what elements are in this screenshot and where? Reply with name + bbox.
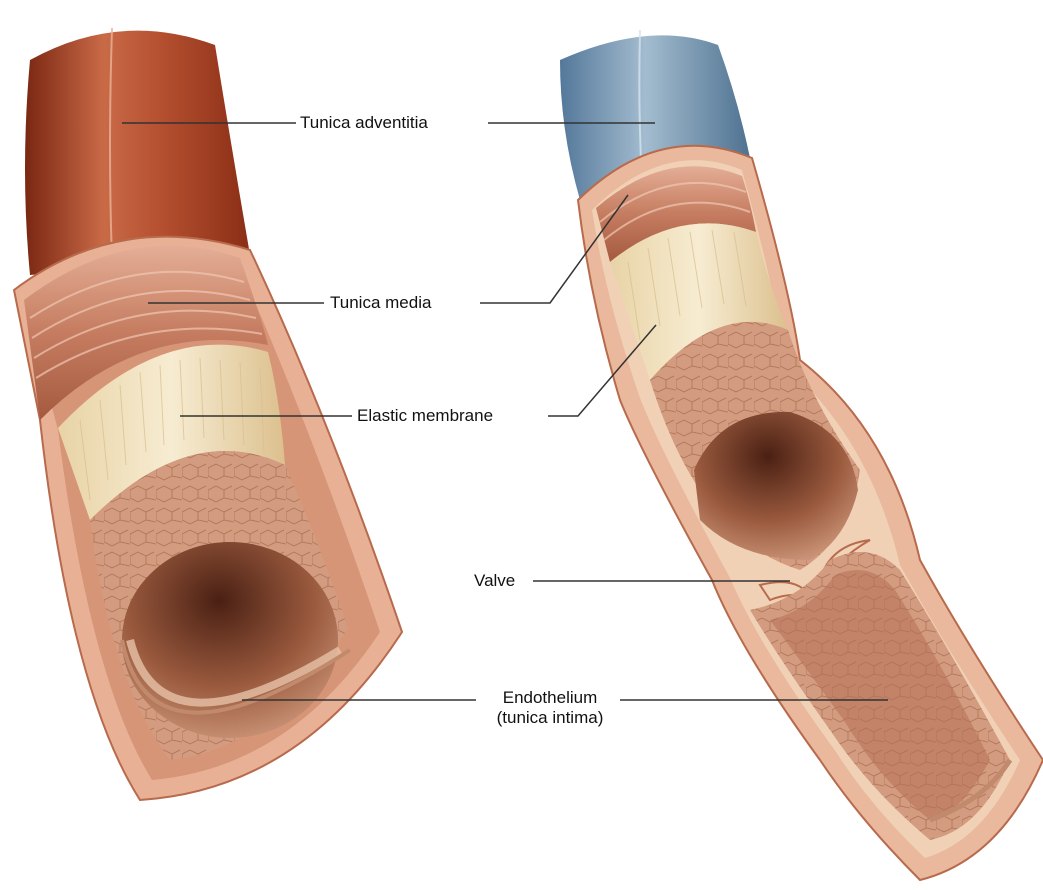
- label-endothelium: Endothelium (tunica intima): [470, 688, 630, 728]
- label-tunica-media: Tunica media: [330, 293, 431, 313]
- label-endothelium-line2: (tunica intima): [470, 708, 630, 728]
- label-valve: Valve: [474, 571, 515, 591]
- label-endothelium-line1: Endothelium: [470, 688, 630, 708]
- label-elastic-membrane: Elastic membrane: [357, 406, 493, 426]
- vein-illustration: [560, 30, 1043, 880]
- artery-illustration: [14, 28, 402, 800]
- label-tunica-adventitia: Tunica adventitia: [300, 113, 428, 133]
